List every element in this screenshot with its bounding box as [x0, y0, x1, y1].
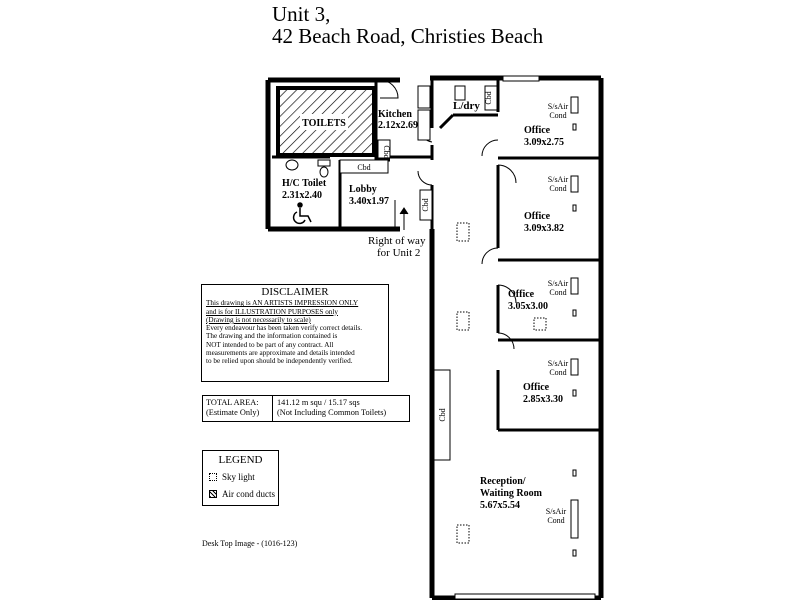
svg-text:S/sAir: S/sAir — [548, 175, 569, 184]
legend-aircond: Air cond ducts — [222, 489, 275, 499]
office3-size: 3.05x3.00 — [508, 301, 548, 312]
windows — [454, 75, 596, 600]
footer-caption: Desk Top Image - (1016-123) — [202, 539, 298, 548]
lobby-name: Lobby — [349, 184, 377, 195]
skylights — [456, 222, 547, 544]
disclaimer-line: NOT intended to be part of any contract.… — [206, 340, 334, 349]
door-swings — [379, 79, 517, 350]
area-label-sub: (Estimate Only) — [206, 408, 260, 417]
cbd-label-lobby-side: Cbd — [421, 198, 430, 211]
svg-text:S/sAir: S/sAir — [546, 507, 567, 516]
legend-skylight: Sky light — [222, 472, 255, 482]
svg-text:S/sAir: S/sAir — [548, 279, 569, 288]
cbd-label-kitchen: Cbd — [382, 145, 391, 158]
svg-text:Cond: Cond — [549, 111, 566, 120]
svg-text:Cond: Cond — [549, 288, 566, 297]
kitchen-size: 2.12x2.69 — [378, 120, 418, 131]
reception-size: 5.67x5.54 — [480, 500, 520, 511]
title-line-1: Unit 3, — [272, 2, 331, 26]
legend-box: LEGEND Sky light Air cond ducts — [202, 450, 279, 506]
svg-text:Cond: Cond — [547, 516, 564, 525]
cbd-label-lobby: Cbd — [357, 163, 370, 172]
cupboards — [339, 85, 498, 461]
reception-name-2: Waiting Room — [480, 488, 543, 499]
disclaimer-line: measurements are approximate and details… — [206, 349, 355, 358]
svg-text:Cond: Cond — [549, 184, 566, 193]
office1-size: 3.09x2.75 — [524, 137, 564, 148]
disclaimer-line: This drawing is AN ARTISTS IMPRESSION ON… — [206, 299, 359, 308]
disclaimer-line: and is for ILLUSTRATION PURPOSES only — [206, 307, 338, 316]
lobby-size: 3.40x1.97 — [349, 196, 389, 207]
office1-name: Office — [524, 125, 551, 136]
office3-name: Office — [508, 289, 535, 300]
laundry-name: L/dry — [453, 100, 480, 112]
disclaimer-line: The drawing and the information containe… — [206, 332, 338, 341]
hc-toilet-size: 2.31x2.40 — [282, 190, 322, 201]
right-of-way-1: Right of way — [368, 235, 426, 247]
toilets-block — [276, 86, 376, 157]
hc-toilet-name: H/C Toilet — [282, 178, 327, 189]
kitchen-name: Kitchen — [378, 109, 412, 120]
cbd-label-laundry: Cbd — [484, 91, 493, 104]
aircon-units — [570, 96, 579, 557]
disclaimer-title: DISCLAIMER — [261, 286, 329, 298]
title-line-2: 42 Beach Road, Christies Beach — [272, 24, 544, 48]
area-value-note: (Not Including Common Toilets) — [277, 408, 387, 417]
area-value: 141.12 m squ / 15.17 sqs — [277, 398, 360, 407]
legend-title: LEGEND — [218, 454, 263, 466]
aircond-duct-icon — [209, 490, 217, 498]
reception-name-1: Reception/ — [480, 476, 526, 487]
disclaimer-line: to be relied upon should be independentl… — [206, 357, 353, 366]
disclaimer-line: (Drawing is not necessarily to scale) — [206, 315, 311, 324]
office4-size: 2.85x3.30 — [523, 394, 563, 405]
wheelchair-icon — [292, 202, 312, 225]
disclaimer-box: DISCLAIMER This drawing is AN ARTISTS IM… — [201, 284, 389, 382]
office2-size: 3.09x3.82 — [524, 223, 564, 234]
cbd-label-corridor: Cbd — [438, 408, 447, 421]
right-of-way-2: for Unit 2 — [377, 247, 420, 259]
office2-name: Office — [524, 211, 551, 222]
right-of-way-arrow-icon — [399, 207, 409, 230]
fixtures — [285, 85, 466, 178]
svg-text:Cond: Cond — [549, 368, 566, 377]
svg-text:S/sAir: S/sAir — [548, 359, 569, 368]
total-area-box: TOTAL AREA: (Estimate Only) 141.12 m squ… — [202, 395, 410, 422]
toilets-label: TOILETS — [302, 118, 346, 129]
disclaimer-line: Every endeavour has been taken verify co… — [206, 324, 363, 333]
skylight-icon — [209, 473, 217, 481]
svg-text:S/sAir: S/sAir — [548, 102, 569, 111]
aircon-labels: S/sAir Cond S/sAir Cond S/sAir Cond S/sA… — [546, 102, 569, 525]
office4-name: Office — [523, 382, 550, 393]
area-label: TOTAL AREA: — [206, 398, 259, 407]
